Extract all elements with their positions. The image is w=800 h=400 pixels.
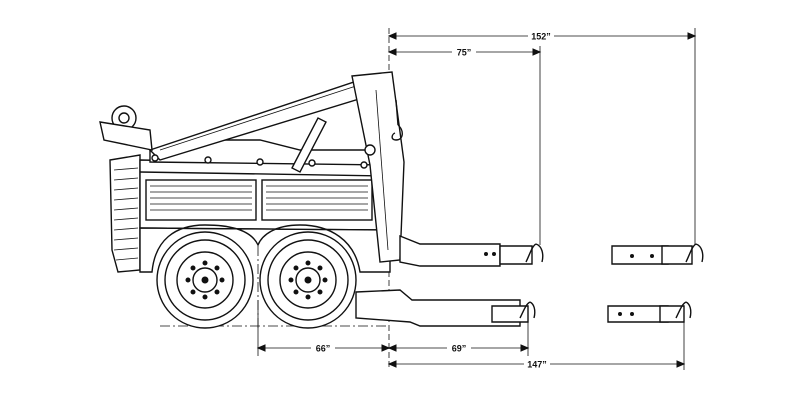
wheel-front — [259, 231, 357, 329]
wheel-rear — [156, 231, 254, 329]
side-compartment-right — [261, 179, 373, 221]
hook-icon — [391, 124, 403, 141]
underlift-upper — [399, 234, 704, 267]
compartment-louvers — [150, 185, 368, 211]
side-compartment-left — [145, 179, 257, 221]
dim-66: 66” — [316, 344, 331, 354]
dim-152: 152” — [531, 32, 551, 42]
dim-147: 147” — [527, 360, 547, 370]
crane-boom — [99, 71, 405, 263]
rear-cabinet-louvers — [113, 167, 139, 261]
dimension-labels: 152” 75” 66” 69” 147” — [311, 30, 554, 370]
underlift-lower — [355, 289, 692, 327]
dim-75: 75” — [457, 48, 472, 58]
dim-69: 69” — [452, 344, 467, 354]
truck-body — [109, 139, 391, 273]
